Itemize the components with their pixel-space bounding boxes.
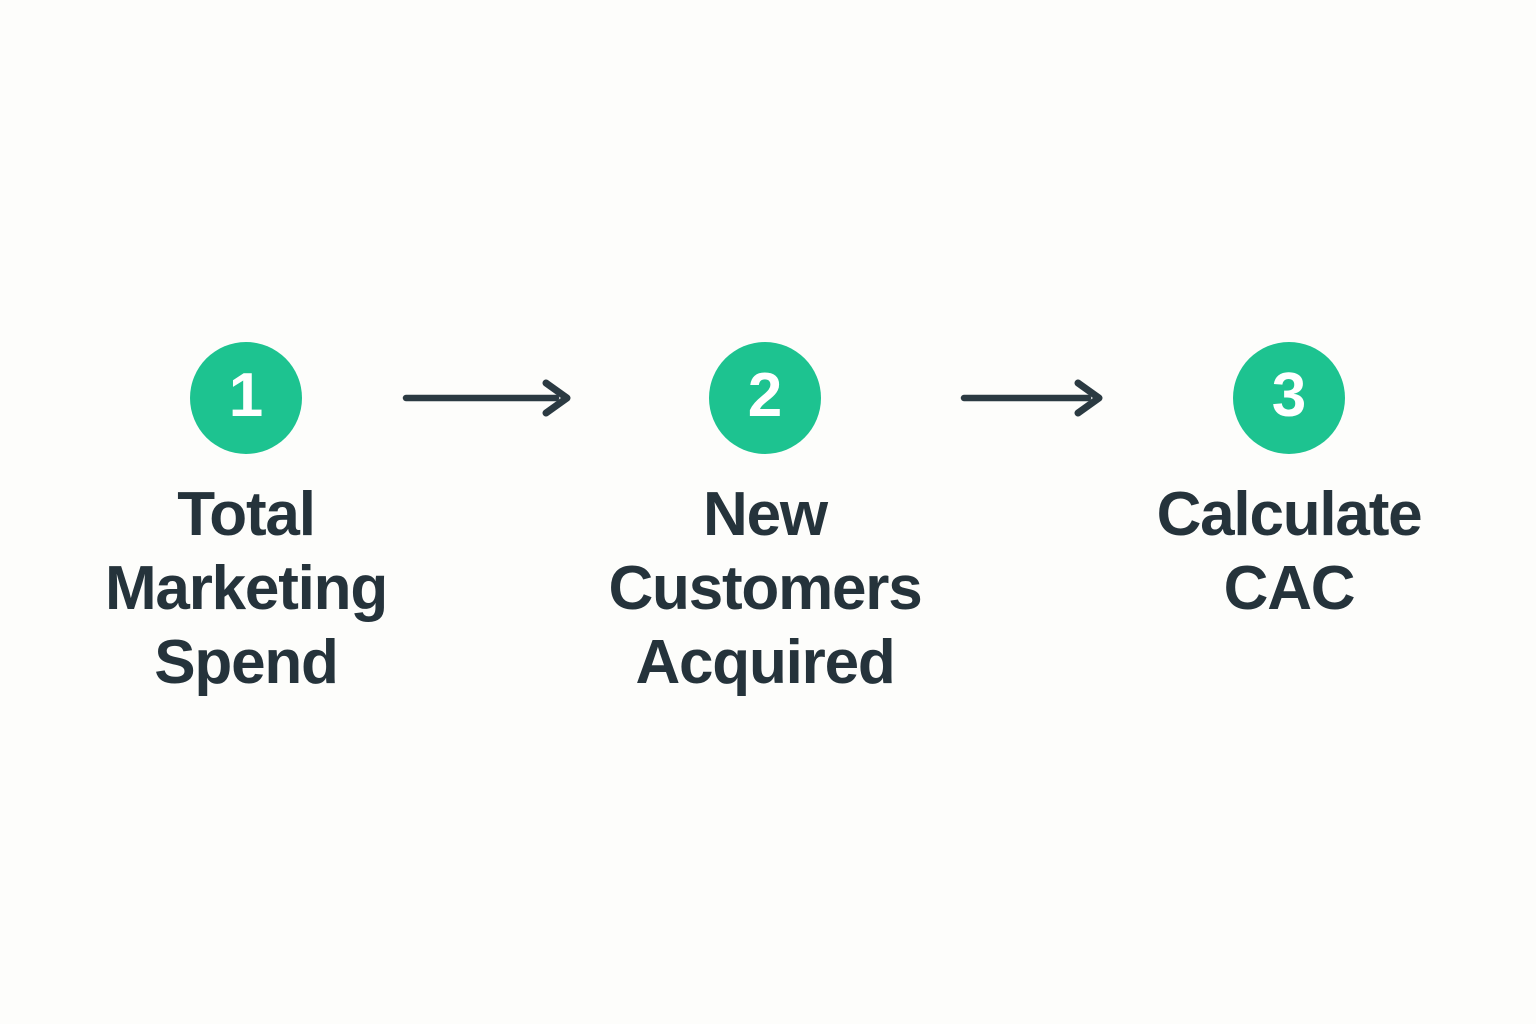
right-arrow-icon [958, 378, 1104, 418]
step-label-line: Customers [608, 554, 922, 623]
step-1-number: 1 [228, 361, 264, 430]
step-2: 2 New Customers Acquired [575, 342, 955, 700]
step-3-number: 3 [1271, 361, 1307, 430]
step-3-label: Calculate CAC [1156, 478, 1423, 626]
step-2-number: 2 [747, 361, 783, 430]
step-1-label: Total Marketing Spend [104, 478, 388, 700]
step-label-line: CAC [1223, 554, 1356, 623]
step-label-line: Marketing [104, 554, 388, 623]
step-3-circle: 3 [1233, 342, 1345, 454]
right-arrow-icon [400, 378, 572, 418]
step-label-line: Spend [154, 628, 339, 697]
step-label-line: Acquired [635, 628, 895, 697]
step-2-circle: 2 [709, 342, 821, 454]
step-label-line: Calculate [1156, 480, 1423, 549]
step-label-line: New [703, 480, 828, 549]
step-1: 1 Total Marketing Spend [56, 342, 436, 700]
step-2-label: New Customers Acquired [608, 478, 922, 700]
step-3: 3 Calculate CAC [1099, 342, 1479, 626]
step-label-line: Total [177, 480, 316, 549]
step-1-circle: 1 [190, 342, 302, 454]
